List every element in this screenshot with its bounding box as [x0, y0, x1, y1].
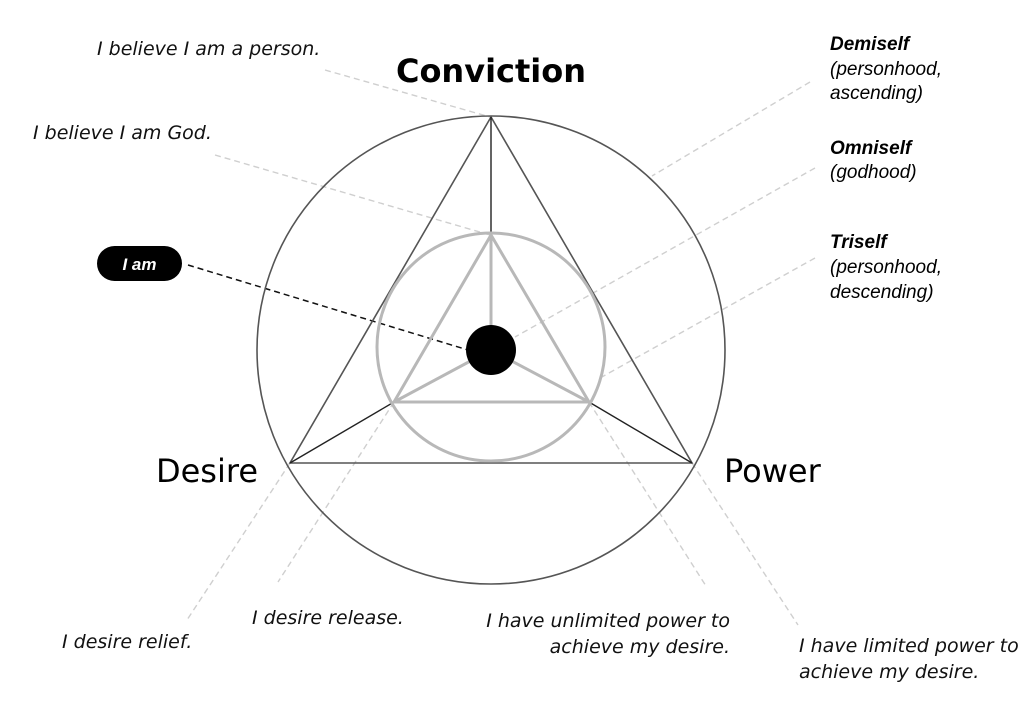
- leader-i-am: [187, 264, 469, 351]
- omniself-title: Omniself: [830, 138, 913, 159]
- inner-spokes: [393, 235, 590, 404]
- connector-left: [289, 401, 395, 464]
- vertex-connectors: [289, 117, 693, 464]
- statement-unlimited-line-1: I have unlimited power to: [486, 610, 730, 632]
- vertex-conviction: Conviction: [396, 52, 586, 90]
- omniself-sub-1: (godhood): [830, 162, 917, 183]
- statement-limited-line-1: I have limited power to: [799, 635, 1019, 657]
- leader-lines: [186, 69, 816, 626]
- leader-relief: [186, 462, 291, 621]
- statement-god: I believe I am God.: [33, 122, 212, 144]
- i-am-pill: [97, 246, 182, 281]
- statement-relief: I desire relief.: [62, 631, 192, 653]
- i-am-label: I am: [122, 255, 156, 274]
- leader-limited: [691, 462, 799, 626]
- leader-omniself: [514, 167, 816, 338]
- triself-label: Triself (personhood, descending): [830, 232, 942, 303]
- center-dot: [466, 325, 516, 375]
- leader-triself: [599, 257, 816, 379]
- leader-person: [324, 69, 491, 118]
- triself-title: Triself: [830, 232, 888, 253]
- leader-release: [277, 401, 395, 583]
- statement-release: I desire release.: [252, 607, 404, 629]
- demiself-sub-1: (personhood,: [830, 59, 942, 80]
- leader-demiself: [651, 81, 811, 177]
- vertex-desire: Desire: [156, 452, 258, 490]
- omniself-label: Omniself (godhood): [830, 138, 917, 183]
- connector-right: [588, 401, 693, 464]
- statement-person: I believe I am a person.: [97, 38, 320, 60]
- demiself-label: Demiself (personhood, ascending): [830, 34, 942, 104]
- triself-sub-2: descending): [830, 282, 934, 303]
- triself-sub-1: (personhood,: [830, 257, 942, 278]
- statement-limited-line-2: achieve my desire.: [799, 661, 979, 683]
- vertex-power: Power: [724, 452, 822, 490]
- leader-god: [214, 154, 491, 236]
- leader-unlimited: [588, 401, 707, 587]
- demiself-title: Demiself: [830, 34, 911, 55]
- inner-triangle: [391, 232, 592, 404]
- outer-triangle: [288, 115, 694, 464]
- demiself-sub-2: ascending): [830, 83, 923, 104]
- i-am-badge: I am: [97, 246, 182, 281]
- statement-unlimited-line-2: achieve my desire.: [550, 636, 730, 658]
